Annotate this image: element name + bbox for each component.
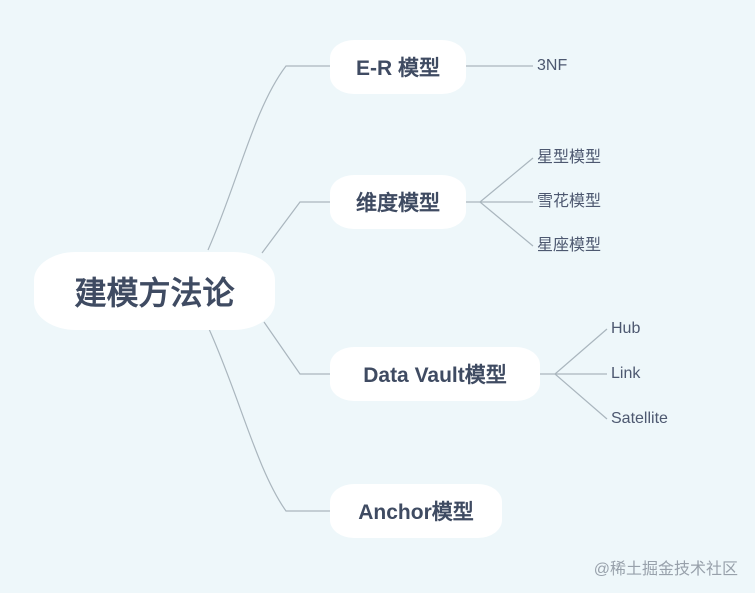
leaf-star-schema[interactable]: 星型模型 [537, 149, 602, 166]
connector-dimension-constellation [479, 201, 534, 247]
connector-root-er [207, 65, 330, 251]
connector-root-dimension [261, 201, 330, 254]
leaf-snowflake-schema[interactable]: 雪花模型 [537, 193, 602, 210]
leaf-hub[interactable]: Hub [611, 320, 641, 337]
connector-root-data-vault [263, 321, 330, 375]
branch-dimension-model[interactable]: 维度模型 [330, 175, 466, 229]
connector-root-anchor [208, 328, 330, 512]
leaf-3nf[interactable]: 3NF [537, 57, 568, 74]
connector-data-vault-hub [540, 328, 608, 375]
connector-dimension-star [466, 157, 534, 203]
leaf-constellation-schema[interactable]: 星座模型 [537, 237, 602, 254]
watermark: @稀土掘金技术社区 [593, 561, 738, 578]
leaf-satellite[interactable]: Satellite [611, 410, 668, 427]
connector-data-vault-satellite [554, 373, 608, 420]
branch-data-vault-model[interactable]: Data Vault模型 [330, 347, 540, 401]
root-topic[interactable]: 建模方法论 [34, 252, 275, 330]
branch-er-model[interactable]: E-R 模型 [330, 40, 466, 94]
leaf-link[interactable]: Link [611, 365, 641, 382]
branch-anchor-model[interactable]: Anchor模型 [330, 484, 502, 538]
